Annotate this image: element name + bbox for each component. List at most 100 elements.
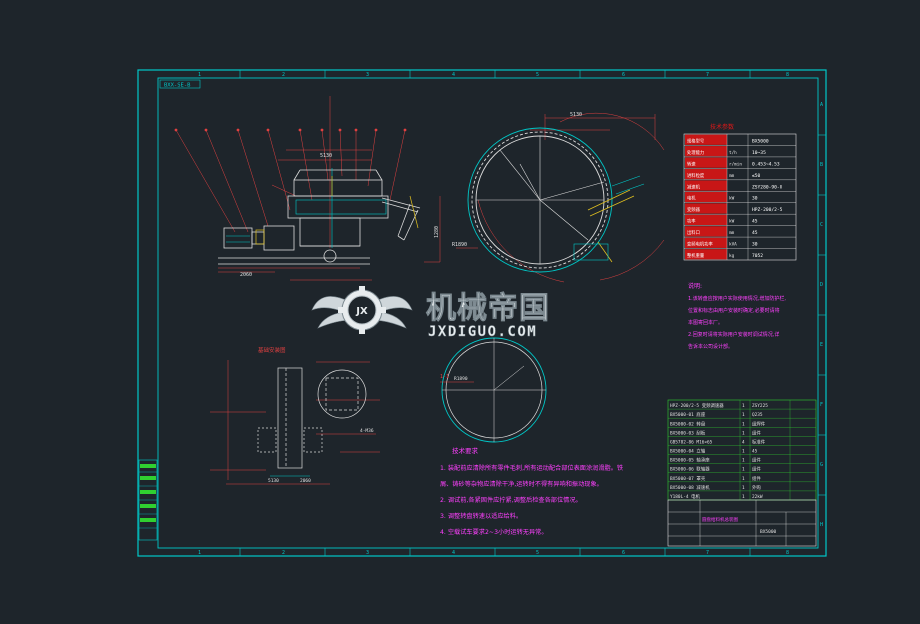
plan-view: 5130 R1890 — [452, 112, 665, 283]
row-marker: E — [820, 342, 823, 348]
bom-desc: BX5000-02 转盘 — [670, 420, 706, 427]
tech-requirements: 技术要求 1. 装配前应清除所有零件毛刺,所有运动配合部位表面涂润滑脂。铁 屑、… — [440, 446, 623, 536]
left-revision-strip — [138, 459, 158, 541]
foundation-view: 基础安装图 5130 2060 4-M36 — [210, 346, 380, 485]
watermark-brand-url: JXDIGUO.COM — [428, 324, 537, 340]
param-value: ≤50 — [752, 173, 761, 179]
notes-line: 位置和标志由用户安装时确定,必要时请将 — [688, 307, 780, 314]
param-unit: kW — [729, 196, 735, 202]
bom-qty: 4 — [742, 439, 745, 445]
bom-note: Q235 — [752, 412, 763, 418]
bom-note: 组焊件 — [752, 420, 766, 427]
param-name: 处理能力 — [687, 149, 704, 156]
param-name: 减速机 — [687, 183, 701, 190]
param-unit: kVA — [729, 242, 737, 248]
bom-desc: BX5000-08 减速机 — [670, 484, 710, 491]
front-dim-overall: 5130 — [320, 153, 332, 159]
col-marker: 3 — [366, 550, 369, 556]
notes-line: 1.该转盘应按用户实际使用情况,增加防护栏, — [688, 295, 786, 302]
col-marker: 8 — [786, 72, 789, 78]
notes-line: 本图寄回本厂。 — [688, 319, 723, 326]
front-view: 5130 2060 1280 — [174, 96, 441, 281]
bom-note: 组件 — [752, 457, 761, 464]
param-name: 变频器 — [687, 206, 701, 213]
param-row-band — [685, 134, 727, 145]
params-table-title: 技术参数 — [710, 123, 734, 131]
param-name: 规格型号 — [687, 137, 704, 144]
param-name: 功率 — [687, 218, 696, 225]
tech-req-line: 3. 调整转盘转速以适应给料。 — [440, 512, 522, 520]
col-marker: 2 — [282, 72, 285, 78]
param-unit: mm — [729, 231, 735, 236]
row-marker: C — [820, 222, 823, 228]
bom-desc: GB5782-86 M16×65 — [670, 439, 713, 445]
bom-qty: 1 — [742, 430, 745, 436]
bom-note: 外购 — [752, 484, 761, 491]
param-row-band — [685, 157, 727, 168]
front-dim-base: 2060 — [240, 272, 252, 278]
bom-qty: 1 — [742, 403, 745, 409]
row-marker: H — [820, 522, 823, 528]
param-value: 45 — [752, 219, 758, 225]
col-marker: 5 — [536, 72, 539, 78]
param-name: 电机 — [687, 195, 696, 202]
param-value: HPZ-200/2-5 — [752, 207, 783, 213]
param-name: 进料粒度 — [687, 172, 705, 179]
bom-desc: BX5000-03 刮板 — [670, 429, 706, 436]
tech-req-line: 1. 装配前应清除所有零件毛刺,所有运动配合部位表面涂润滑脂。铁 — [440, 464, 623, 472]
row-marker: G — [820, 462, 823, 468]
foundation-dim: 5130 — [268, 478, 279, 484]
param-name: 出料口 — [687, 229, 700, 236]
param-row-band — [685, 237, 727, 248]
foundation-dim: 2060 — [300, 478, 311, 484]
notes-line: 告诉本公司设计部。 — [688, 343, 733, 350]
param-name: 整机重量 — [687, 252, 705, 259]
title-drawing-name: 圆盘给料机总装图 — [702, 516, 738, 523]
col-marker: 7 — [706, 72, 709, 78]
col-marker: 3 — [366, 72, 369, 78]
bom-desc: BX5000-01 底座 — [670, 411, 706, 418]
param-row-band — [685, 191, 727, 203]
row-marker: A — [820, 102, 823, 108]
param-name: 变频电机功率 — [687, 241, 713, 248]
section-view: 1-1 R1890 — [440, 337, 547, 443]
bom-qty: 1 — [742, 412, 745, 418]
bom-note: 组件 — [752, 466, 761, 473]
watermark-logo: JX 机械帝国 JXDIGUO.COM — [311, 286, 549, 340]
col-marker: 4 — [452, 72, 455, 78]
param-unit: kW — [729, 219, 735, 225]
bom-qty: 1 — [742, 467, 745, 473]
section-dim: R1890 — [454, 376, 468, 382]
tech-req-line: 2. 调试前,各紧固件应拧紧,调整后检查各部位情况。 — [440, 496, 582, 504]
bom-qty: 1 — [742, 449, 745, 455]
sheet-code-tag: BXX-SE-B — [164, 83, 191, 89]
bom-desc: HPZ-200/2-5 变频调速器 — [670, 402, 724, 409]
param-row-band — [685, 146, 727, 157]
param-value: 30 — [752, 242, 758, 248]
bom-qty: 1 — [742, 476, 745, 482]
param-row-band — [685, 203, 727, 214]
title-block: 圆盘给料机总装图 BX5000 — [667, 499, 817, 547]
param-row-band — [685, 180, 727, 191]
bom-desc: BX5000-07 罩壳 — [670, 475, 706, 482]
bom-desc: Y180L-4 电机 — [670, 493, 701, 500]
bom-note: 标准件 — [752, 438, 766, 445]
notes-block: 说明: 1.该转盘应按用户实际使用情况,增加防护栏, 位置和标志由用户安装时确定… — [688, 282, 786, 350]
col-marker: 7 — [706, 550, 709, 556]
param-value: BX5000 — [752, 138, 769, 144]
param-unit: kg — [729, 253, 735, 259]
param-unit: mm — [729, 174, 735, 179]
row-marker: F — [820, 402, 823, 408]
watermark-emblem-letters: JX — [355, 306, 368, 317]
bom-note: 组件 — [752, 429, 761, 436]
param-value: 0.453~4.53 — [752, 161, 780, 167]
col-marker: 6 — [622, 550, 625, 556]
param-row-band — [685, 214, 727, 226]
bom-note: ZSY225 — [752, 403, 768, 409]
col-marker: 4 — [452, 550, 455, 556]
col-marker: 2 — [282, 550, 285, 556]
tech-req-line: 屑、铸砂等杂物应清除干净,运转时不得有异响和振动现象。 — [440, 480, 603, 488]
bom-qty: 1 — [742, 458, 745, 464]
